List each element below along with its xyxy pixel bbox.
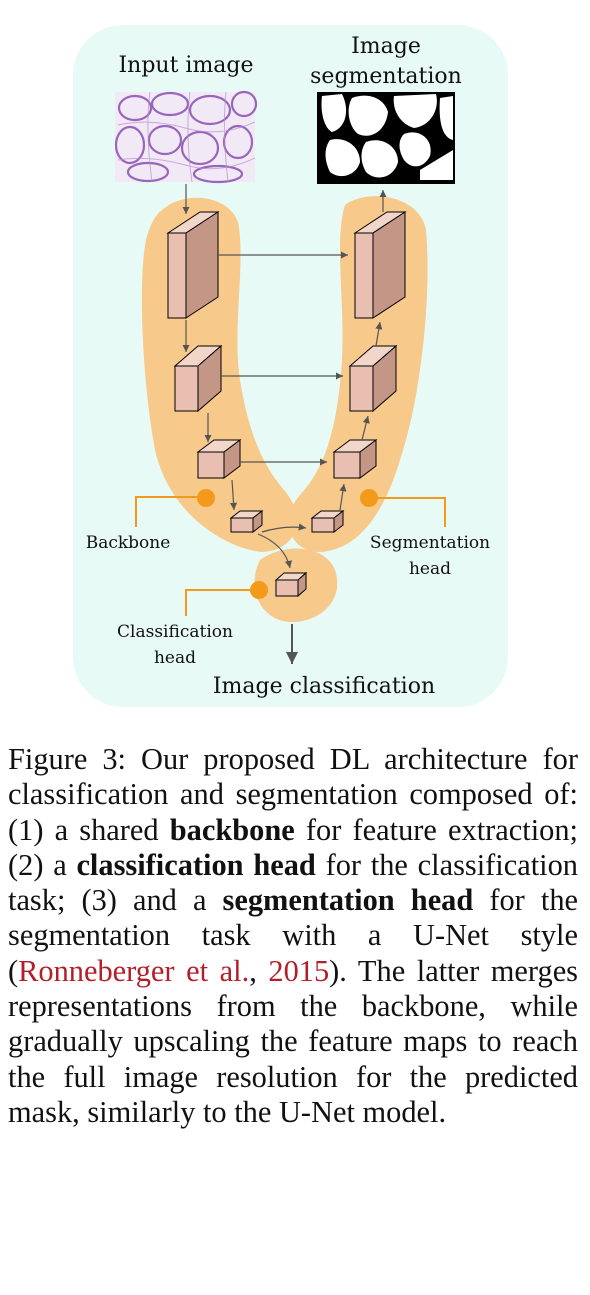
segmentation-head-callout (360, 489, 446, 527)
diagram-panel (73, 25, 508, 707)
citation-author-link[interactable]: Ronneberger et al. (18, 953, 250, 988)
decoder-block-2 (348, 344, 398, 413)
citation-year-link[interactable]: 2015 (268, 953, 330, 988)
input-image-thumbnail (114, 90, 258, 184)
caption-text-5: , (249, 953, 269, 988)
classification-block (274, 571, 308, 598)
decoder-block-1 (353, 211, 407, 319)
segmentation-mask-thumbnail (317, 92, 455, 184)
caption-bold-segmentation-head: seg­mentation head (222, 883, 474, 918)
image-segmentation-label-line2: segmentation (310, 64, 462, 89)
classification-head-callout (185, 581, 268, 616)
figure-caption: Figure 3: Our proposed DL architecture f… (8, 742, 578, 1130)
segmentation-head-label-line1: Segmentation (370, 533, 490, 553)
caption-text-3: for the classification task; (3) and a (8, 847, 578, 918)
classification-head-label-line2: head (154, 648, 196, 668)
caption-text-4: for the segmentation task with a U-Net s… (8, 883, 578, 988)
segmentation-head-label-line2: head (409, 559, 451, 579)
backbone-block-2 (173, 344, 223, 413)
figure-number: Figure 3: (8, 742, 127, 776)
backbone-block-3 (196, 439, 242, 479)
backbone-block-4 (229, 509, 264, 534)
backbone-callout (135, 489, 215, 527)
caption-text-1: Our proposed DL architecture for classif… (8, 742, 579, 847)
architecture-diagram: Input image Image segmentation Backbone … (73, 25, 508, 707)
caption-bold-classification-head: classification head (76, 847, 316, 882)
image-classification-label: Image classification (213, 674, 435, 699)
caption-text-2: for fea­ture extraction; (2) a (8, 812, 578, 882)
decoder-block-3 (332, 439, 378, 479)
input-image-label: Input image (118, 53, 253, 78)
caption-bold-backbone: backbone (169, 812, 295, 847)
classification-head-label-line1: Classification (117, 622, 233, 642)
decoder-block-4 (310, 509, 345, 534)
backbone-block-1 (166, 211, 220, 319)
caption-text-6: ). The latter merges rep­resentations fr… (8, 953, 579, 1129)
image-segmentation-label-line1: Image (351, 34, 421, 59)
connection-arrows (182, 184, 387, 664)
backbone-label: Backbone (86, 533, 171, 553)
